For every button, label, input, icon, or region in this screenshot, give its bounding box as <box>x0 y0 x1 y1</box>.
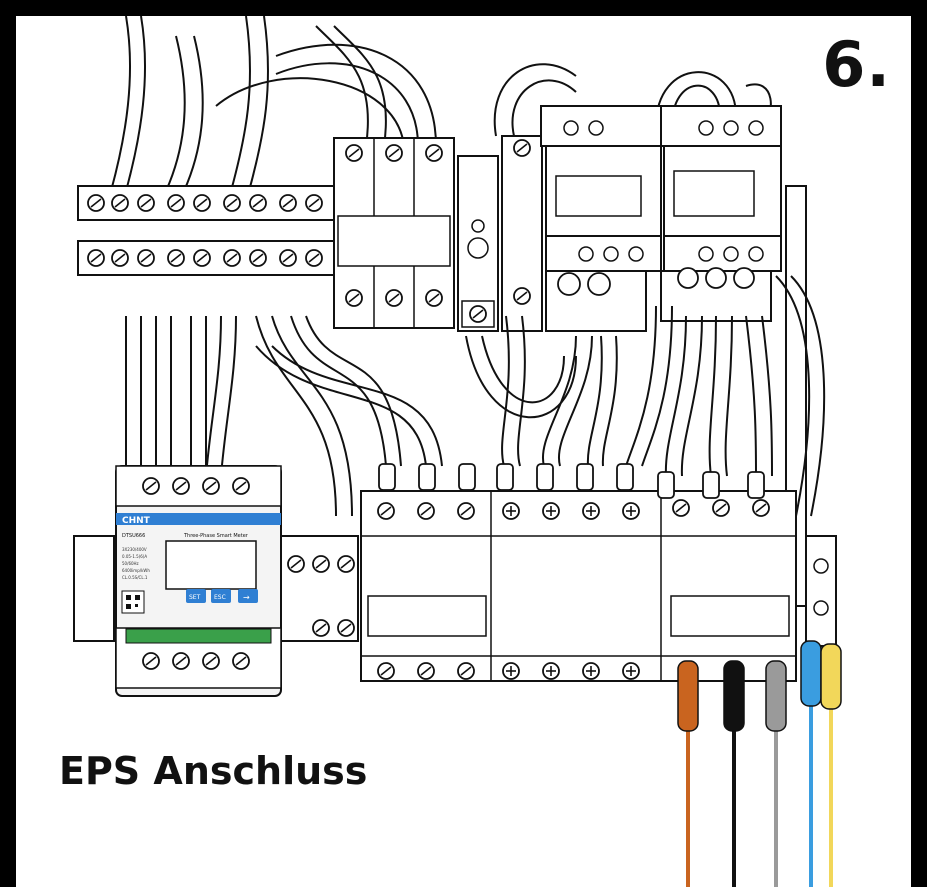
ferrules <box>378 463 765 499</box>
cable-bundle-top <box>110 16 772 192</box>
qr-code-icon <box>121 590 145 614</box>
diagram-panel: CHNT DTSU666 Three-Phase Smart Meter 3X2… <box>16 16 911 887</box>
meter-spec-3: 6400imp/kWh <box>122 568 150 573</box>
cable-bundle-middle <box>125 275 826 517</box>
caption-title: EPS Anschluss <box>59 749 368 793</box>
meter-arrow-button[interactable] <box>238 589 258 603</box>
meter-terminal-rail <box>125 628 272 644</box>
meter-arrow-label: → <box>243 593 250 602</box>
smart-meter: CHNT DTSU666 Three-Phase Smart Meter 3X2… <box>115 465 282 697</box>
meter-spec-1: 0.05-1.5(6)A <box>122 554 147 559</box>
meter-set-button[interactable] <box>186 589 206 603</box>
breaker-top-3pole <box>333 137 455 329</box>
wire-grey <box>765 660 787 887</box>
step-number: 6. <box>822 28 891 101</box>
wire-brown <box>677 660 699 887</box>
terminal-strip-left <box>77 185 339 276</box>
contactor-2 <box>660 105 782 322</box>
wire-black <box>723 660 745 887</box>
meter-accent-bar <box>116 513 281 525</box>
wire-yellow <box>820 643 842 887</box>
contactor-1 <box>540 105 662 332</box>
meter-spec-0: 3X230/400V <box>122 547 147 552</box>
meter-display <box>165 540 257 590</box>
meter-spec-4: CL.0.5S/CL.1 <box>122 575 148 580</box>
meter-spec-2: 50/60Hz <box>122 561 139 566</box>
wiring-diagram: CHNT DTSU666 Three-Phase Smart Meter 3X2… <box>73 16 842 887</box>
meter-product-name: Three-Phase Smart Meter <box>183 533 249 539</box>
meter-esc-button[interactable] <box>211 589 231 603</box>
wire-blue <box>800 640 822 887</box>
output-wires <box>677 640 842 887</box>
meter-esc-label: ESC <box>214 594 226 601</box>
meter-model: DTSU666 <box>122 533 145 539</box>
breaker-lower-block <box>360 490 797 682</box>
terminal-strip-lower-left <box>73 535 359 642</box>
meter-set-label: SET <box>189 594 201 601</box>
meter-brand: CHNT <box>122 516 151 526</box>
relay-small <box>457 135 543 332</box>
